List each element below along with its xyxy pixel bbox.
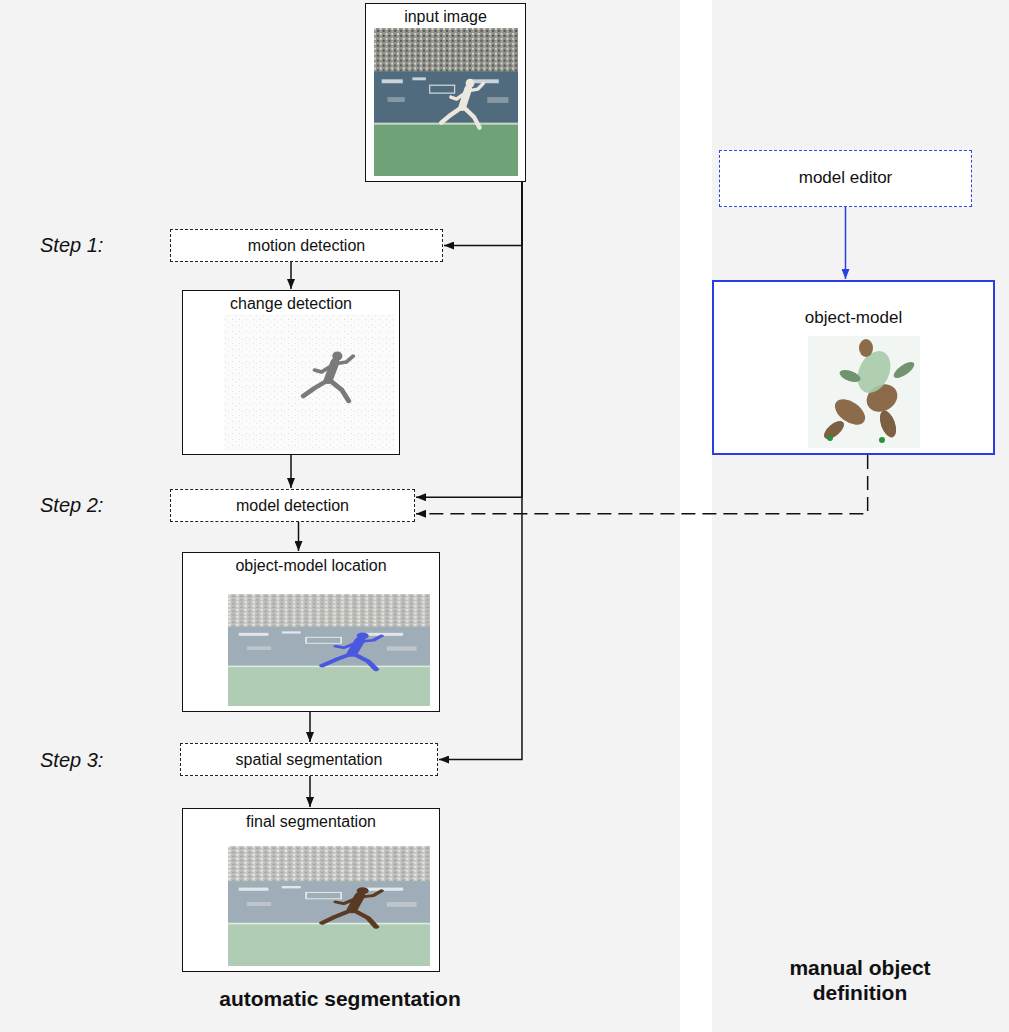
final-photo [228, 846, 430, 966]
node-text: object-model location [235, 556, 386, 575]
step-label: Step 3: [40, 748, 160, 772]
label-slot: manual object definition [760, 955, 960, 1005]
left-panel [0, 0, 680, 1032]
process-box: spatial segmentation [180, 743, 438, 776]
connector-arrow [309, 776, 311, 807]
connector-arrow [444, 182, 522, 246]
section-label: automatic segmentation [170, 986, 510, 1011]
label-slot: Step 1: [40, 233, 160, 257]
right-panel [712, 0, 1009, 1032]
connector-arrow [298, 522, 300, 551]
connector-arrow [290, 455, 292, 488]
image-box: object-model location [182, 552, 440, 712]
node-text: motion detection [248, 236, 365, 255]
step-label: Step 2: [40, 493, 160, 517]
label-slot: Step 2: [40, 493, 160, 517]
connector-arrow [439, 182, 522, 760]
connector-arrow [309, 712, 311, 742]
image-box: input image [365, 3, 526, 182]
image-box: change detection [182, 290, 400, 455]
node-text: input image [404, 7, 487, 26]
node-text: model editor [799, 168, 893, 188]
connector-arrow [845, 207, 847, 279]
step-label: Step 1: [40, 233, 160, 257]
connector-arrow [290, 262, 292, 289]
node-text: spatial segmentation [236, 750, 383, 769]
model-location-photo [228, 594, 430, 706]
process-box: motion detection [170, 229, 443, 262]
label-slot: automatic segmentation [170, 986, 510, 1011]
model-box: object-model [712, 280, 995, 455]
process-box: model detection [170, 489, 415, 522]
connector-arrow [416, 455, 868, 514]
editor-box: model editor [719, 150, 972, 207]
node-text: model detection [236, 496, 349, 515]
input-photo [374, 28, 518, 176]
section-label: manual object definition [760, 955, 960, 1005]
node-text: change detection [230, 294, 352, 313]
node-text: object-model [805, 308, 902, 328]
node-text: final segmentation [246, 812, 376, 831]
label-slot: Step 3: [40, 748, 160, 772]
change-map [224, 314, 394, 451]
image-box: final segmentation [182, 808, 440, 972]
object-model-figure [808, 336, 920, 448]
